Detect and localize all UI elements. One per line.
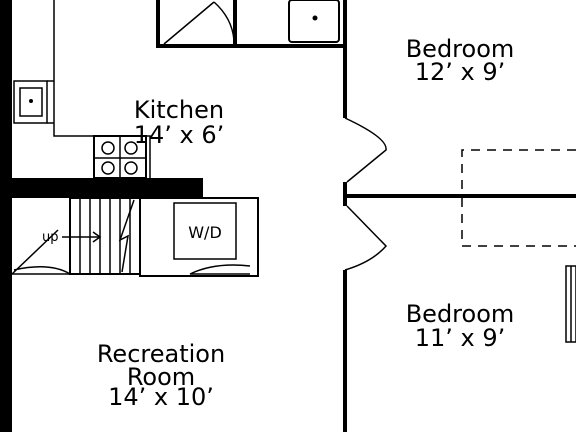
bedroom-2-name: Bedroom	[406, 300, 515, 328]
stove-burner	[124, 161, 138, 175]
exterior-wall-left	[0, 0, 12, 432]
laundry-closet	[139, 197, 259, 277]
kitchen-sink-basin	[19, 87, 43, 117]
kitchen-recreation-divider-wall	[0, 178, 203, 198]
bathtub	[288, 0, 340, 43]
laundry-door	[189, 264, 251, 275]
bathroom-wall-bottom	[160, 44, 343, 48]
kitchen-sink-drain	[29, 99, 33, 103]
center-wall-middle	[343, 182, 347, 206]
recreation-door-swing	[11, 229, 71, 275]
kitchen-counter-inner	[47, 80, 54, 124]
bedroom-1-closet	[461, 149, 576, 194]
bathroom-wall-right-stub	[233, 0, 237, 48]
kitchen-sink	[13, 80, 48, 124]
stove-burner	[101, 141, 115, 155]
bathroom-door-swing	[163, 1, 235, 45]
recreation-name-line1: Recreation	[97, 340, 225, 368]
stair-break-line	[118, 199, 135, 273]
kitchen-size: 14’ x 6’	[134, 121, 225, 149]
bedroom-2-door-swing	[344, 205, 388, 271]
bedroom-2-size: 11’ x 9’	[415, 324, 506, 352]
washer-dryer-unit	[173, 202, 237, 260]
washer-dryer-label: W/D	[188, 223, 222, 242]
bedroom-1-door-swing	[344, 117, 387, 183]
recreation-size: 14’ x 10’	[108, 383, 214, 411]
center-wall-upper	[343, 0, 347, 118]
bedroom-1-size: 12’ x 9’	[415, 58, 506, 86]
stove-burner	[124, 141, 138, 155]
kitchen-name: Kitchen	[134, 96, 224, 124]
bedroom-divider-wall	[347, 194, 576, 198]
bedroom-1-name: Bedroom	[406, 35, 515, 63]
bedroom-2-closet	[461, 198, 576, 247]
recreation-name-line2: Room	[127, 363, 195, 391]
bathroom-wall-left	[156, 0, 160, 48]
tub-drain	[312, 15, 318, 21]
stair-up-arrow-head	[92, 231, 102, 243]
stove-burner	[101, 161, 115, 175]
center-wall-lower	[343, 270, 347, 432]
